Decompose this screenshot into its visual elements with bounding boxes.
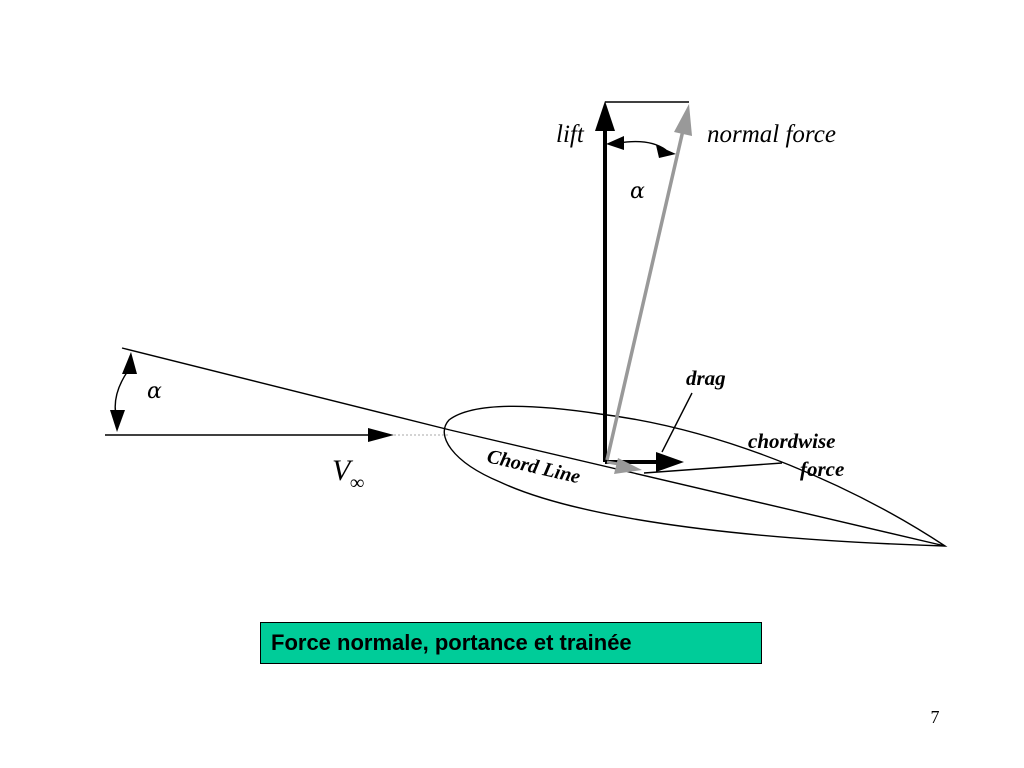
normal-force-vector [605,125,686,461]
lift-label: lift [556,121,585,148]
chordwise-leader-line [643,462,783,474]
normal-force-label: normal force [707,121,836,148]
alpha-arc-top-arrow-left [606,136,624,150]
alpha-arc-left-arrow-down [110,410,125,432]
drag-leader-line [661,392,693,453]
velocity-symbol: V [332,454,354,487]
alpha-label-left: α [147,379,162,404]
caption-box: Force normale, portance et trainée [260,622,762,664]
chord-extension-line [121,347,451,431]
drag-arrowhead [656,452,684,472]
freestream-arrowhead [368,428,394,442]
chordwise-force-arrowhead [614,458,642,474]
alpha-arc-top-arrow-right [656,145,676,158]
drag-label: drag [686,366,726,390]
velocity-subscript: ∞ [350,472,364,494]
airfoil-outline [443,405,948,547]
lift-arrowhead [595,101,615,131]
caption-text: Force normale, portance et trainée [271,630,632,655]
chordwise-label-line1: chordwise [748,429,836,453]
alpha-label-top: α [630,179,645,204]
alpha-arc-left-arrow-up [122,352,137,374]
page-number: 7 [930,707,940,727]
chordwise-label-line2: force [800,457,844,481]
chord-line [449,429,946,547]
normal-force-arrowhead [674,104,692,136]
